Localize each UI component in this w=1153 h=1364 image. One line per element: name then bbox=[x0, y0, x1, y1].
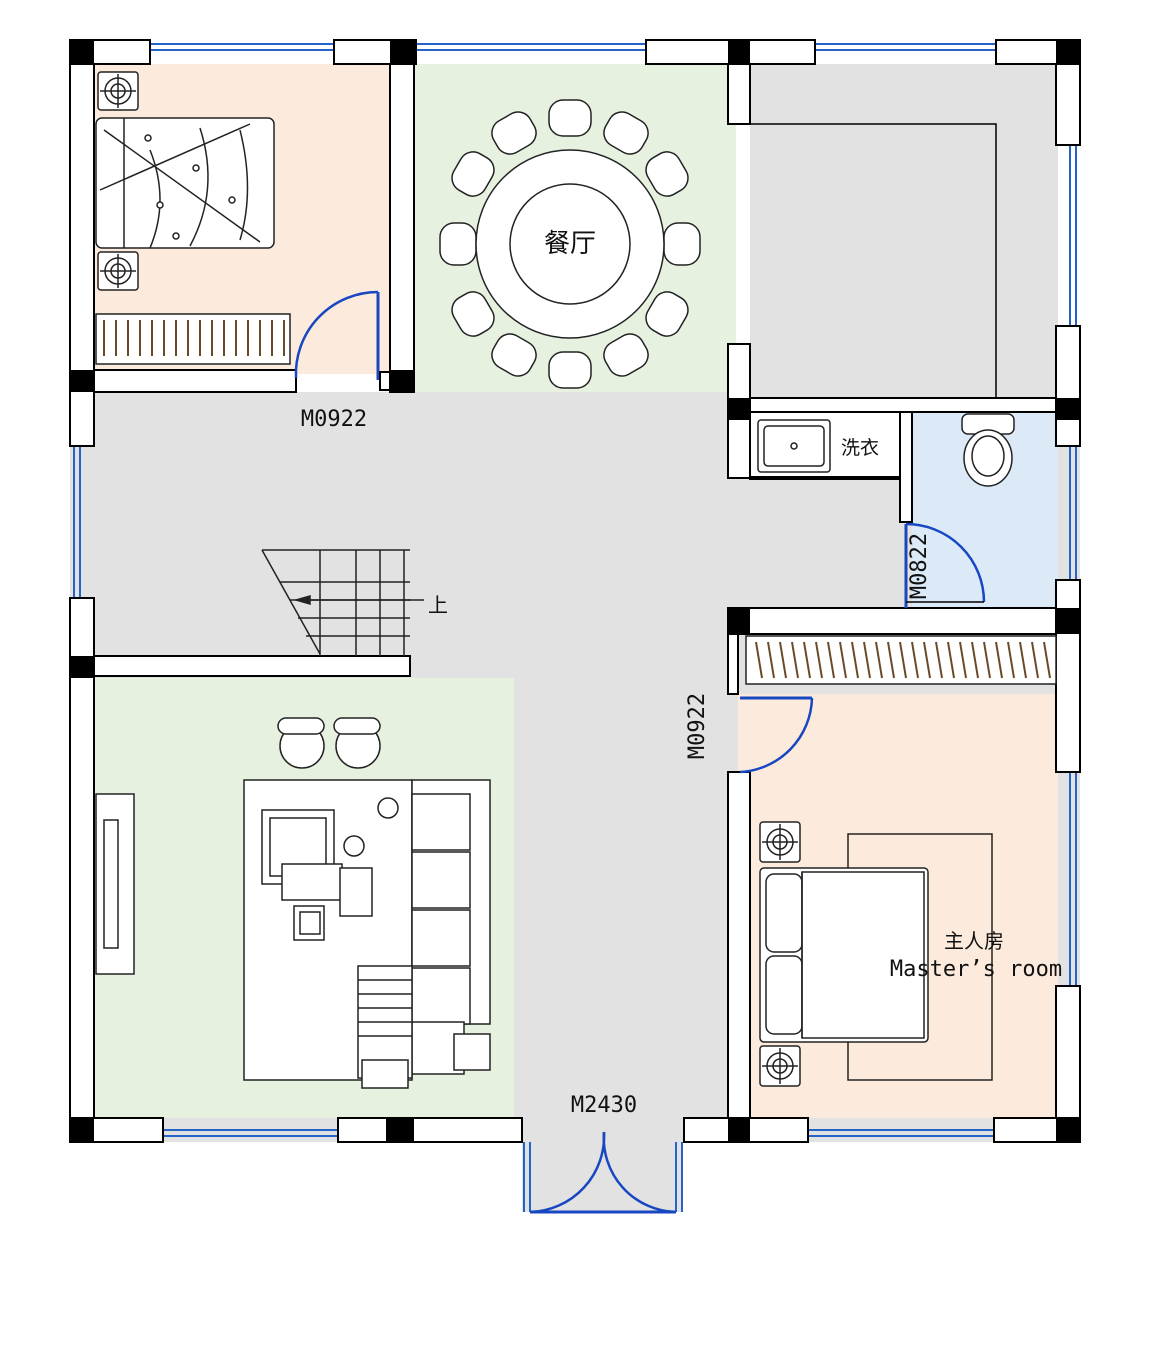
door-swing-icon bbox=[529, 1131, 677, 1214]
dining-furniture bbox=[439, 99, 701, 389]
door-label-entrance: M2430 bbox=[571, 1093, 637, 1118]
door-label-bathroom: M0822 bbox=[907, 533, 932, 599]
labels: 餐厅 洗衣 上 主人房 Master’s room M0922 M0822 M0… bbox=[301, 229, 1062, 1118]
stairs-up-label: 上 bbox=[428, 593, 448, 617]
wardrobe-icon bbox=[95, 313, 291, 365]
bed-icon bbox=[95, 117, 275, 249]
laundry-label: 洗衣 bbox=[841, 437, 879, 459]
toilet-icon bbox=[961, 413, 1015, 487]
wardrobe-icon bbox=[745, 635, 1057, 685]
dining-table-icon bbox=[475, 149, 665, 339]
chair-icon bbox=[277, 717, 381, 769]
doors bbox=[294, 290, 986, 1214]
dining-label: 餐厅 bbox=[544, 229, 596, 259]
stair-icon bbox=[261, 549, 424, 656]
lamp-icon bbox=[759, 821, 801, 863]
chair-icon bbox=[439, 99, 701, 389]
walls bbox=[69, 39, 1081, 1143]
bedroom-1-furniture bbox=[95, 71, 291, 365]
master-room-furniture bbox=[745, 635, 1057, 1087]
lamp-icon bbox=[97, 71, 139, 111]
door-label-master: M0922 bbox=[685, 693, 710, 759]
master-room-label-en: Master’s room bbox=[890, 957, 1062, 982]
bathroom-furniture bbox=[757, 413, 1015, 487]
sink-icon bbox=[757, 419, 831, 473]
lamp-icon bbox=[97, 251, 139, 291]
master-room-label-cn: 主人房 bbox=[944, 929, 1004, 953]
bed-icon bbox=[759, 867, 929, 1043]
door-swing-icon bbox=[294, 290, 391, 391]
tv-cabinet-icon bbox=[95, 793, 135, 975]
top-right-room-area bbox=[750, 64, 1058, 400]
door-label-bedroom-1: M0922 bbox=[301, 407, 367, 432]
door-swing-icon bbox=[904, 522, 986, 608]
living-furniture bbox=[95, 717, 491, 1089]
sofa-icon bbox=[243, 779, 491, 1089]
windows bbox=[73, 43, 1077, 1212]
door-swing-icon bbox=[739, 696, 814, 774]
lamp-icon bbox=[759, 1045, 801, 1087]
